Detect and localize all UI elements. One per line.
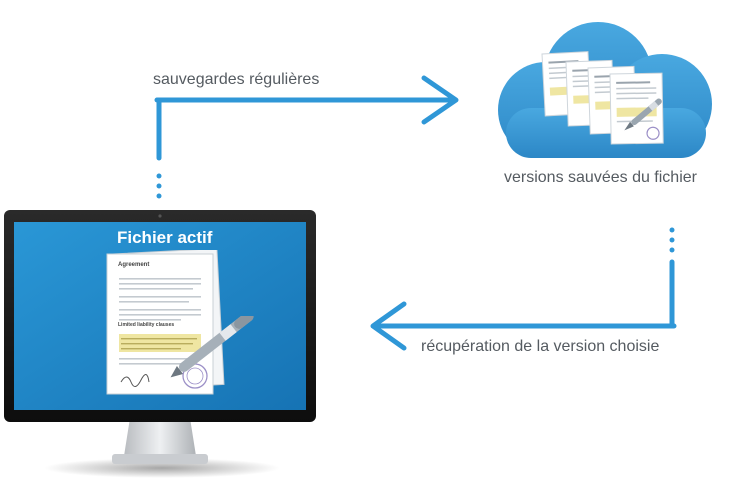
top-arrow-label: sauvegardes régulières xyxy=(153,71,320,88)
cloud-caption: versions sauvées du fichier xyxy=(504,169,697,186)
restore-arrow xyxy=(370,227,677,351)
upload-arrow xyxy=(154,75,459,199)
bottom-arrow-label: récupération de la version choisie xyxy=(421,338,660,355)
fountain-pen-icon xyxy=(170,316,254,378)
version-stack xyxy=(541,51,664,145)
document-subheading: Limited liability clauses xyxy=(118,322,175,328)
cloud-storage xyxy=(486,20,724,162)
screen-title: Fichier actif xyxy=(117,228,213,247)
monitor-stand xyxy=(112,418,208,464)
active-document xyxy=(103,250,253,398)
fountain-pen-icon xyxy=(624,98,662,131)
document-heading: Agreement xyxy=(118,262,150,268)
